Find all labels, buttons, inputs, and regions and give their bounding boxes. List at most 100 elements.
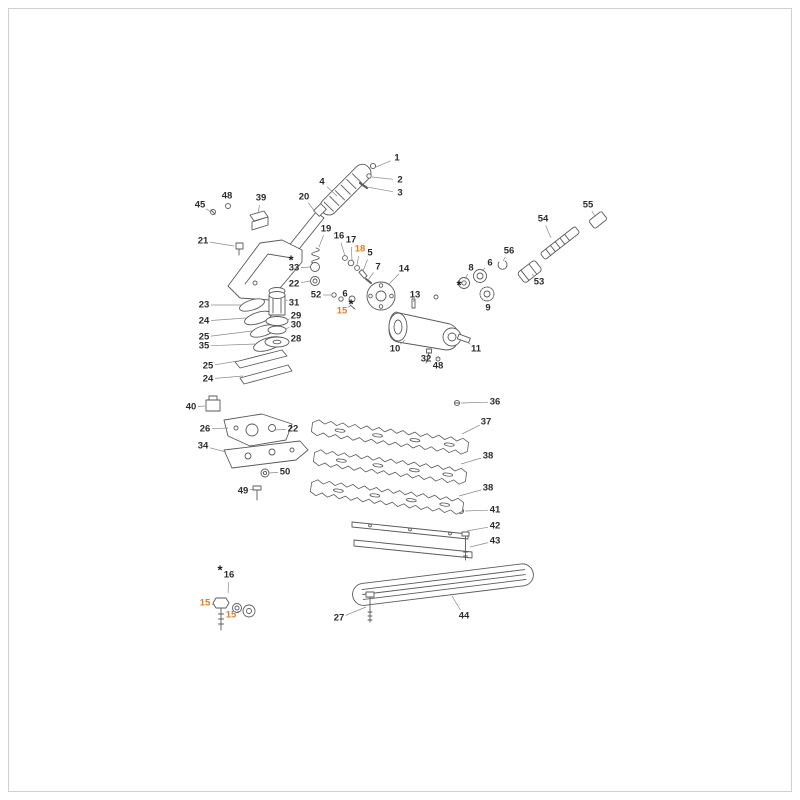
leader-line — [345, 606, 367, 616]
star-marker: * — [348, 296, 354, 312]
spring-19 — [311, 247, 320, 265]
star-marker: * — [288, 252, 294, 268]
part-label-55: 55 — [582, 199, 594, 211]
part-label-32: 32 — [420, 353, 432, 365]
leader-line — [211, 427, 229, 430]
holder-plate-34 — [223, 440, 309, 469]
part-label-48: 48 — [432, 360, 444, 372]
leader-line — [464, 273, 468, 280]
blade-illustration — [312, 449, 468, 485]
washer-23 — [239, 298, 265, 312]
leader-line — [387, 273, 400, 286]
part-label-33: 33 — [288, 262, 300, 274]
part-label-29: 29 — [290, 310, 302, 322]
blade-slot — [409, 438, 421, 443]
part-label-36: 36 — [489, 396, 501, 408]
part-label-35: 35 — [198, 340, 210, 352]
part-label-26: 26 — [199, 423, 211, 435]
part-label-5: 5 — [367, 247, 373, 259]
ring-33 — [310, 262, 320, 272]
leader-line — [285, 299, 288, 301]
part-label-1: 1 — [394, 152, 400, 164]
part-label-17: 17 — [345, 234, 357, 246]
part-label-6: 6 — [487, 257, 493, 269]
leader-line — [481, 267, 486, 272]
part-label-34: 34 — [197, 440, 209, 452]
coupler-53 — [517, 260, 542, 283]
stud-11 — [456, 333, 471, 344]
leader-line — [399, 339, 406, 345]
leader-line — [545, 225, 552, 239]
part-label-20: 20 — [298, 191, 310, 203]
leader-line — [469, 542, 489, 548]
part-label-37: 37 — [480, 416, 492, 428]
leader-line — [451, 595, 461, 611]
bearing-6 — [473, 269, 487, 283]
part-label-19: 19 — [320, 223, 332, 235]
blade-slot — [334, 428, 346, 433]
blade-illustration — [309, 479, 465, 515]
part-label-50: 50 — [279, 466, 291, 478]
part-label-10: 10 — [389, 343, 401, 355]
screw-48 — [225, 203, 231, 209]
leader-line — [211, 604, 215, 606]
washer-8 — [458, 277, 470, 289]
nut-21 — [235, 242, 244, 250]
part-label-42: 42 — [489, 520, 501, 532]
leader-line — [214, 375, 244, 379]
washer-17 — [347, 259, 355, 267]
part-label-48: 48 — [221, 190, 233, 202]
part-label-13: 13 — [409, 289, 421, 301]
part-label-43: 43 — [489, 535, 501, 547]
leader-line — [197, 405, 206, 407]
leader-line — [356, 255, 360, 266]
leader-line — [464, 509, 489, 512]
part-label-18: 18 — [354, 243, 366, 255]
tip-screw — [369, 162, 377, 170]
leader-line — [205, 208, 212, 213]
part-label-16: 16 — [223, 569, 235, 581]
leader-lines — [197, 160, 596, 616]
leader-line — [210, 317, 247, 321]
leader-line — [307, 202, 317, 214]
leader-line — [350, 246, 353, 261]
blade-slot — [439, 502, 451, 507]
mount-bracket — [227, 239, 303, 301]
part-label-54: 54 — [537, 213, 549, 225]
pin-7 — [365, 278, 372, 284]
leader-line — [362, 259, 368, 272]
blade-guard-44 — [352, 563, 534, 606]
washer-30 — [267, 325, 287, 335]
exploded-drawing — [205, 162, 608, 631]
leader-line — [375, 160, 391, 168]
leader-line — [318, 235, 324, 248]
part-label-39: 39 — [255, 192, 267, 204]
part-label-11: 11 — [470, 343, 482, 355]
tip-washer — [366, 173, 372, 179]
leader-line — [274, 429, 287, 431]
leader-line — [284, 327, 290, 330]
part-label-22: 22 — [287, 423, 299, 435]
part-label-7: 7 — [375, 261, 381, 273]
part-label-52: 52 — [310, 289, 322, 301]
bolt-27 — [365, 591, 375, 598]
washer-16 — [342, 255, 348, 261]
leader-line — [531, 273, 535, 277]
leader-line — [458, 489, 482, 497]
part-label-38: 38 — [482, 482, 494, 494]
washer-50 — [260, 468, 270, 478]
part-label-24: 24 — [202, 373, 214, 385]
part-label-56: 56 — [503, 245, 515, 257]
part-label-27: 27 — [333, 612, 345, 624]
part-label-30: 30 — [290, 319, 302, 331]
tip-pin — [358, 181, 369, 190]
nut-6 — [348, 295, 356, 303]
blade-slot — [405, 498, 417, 503]
leader-line — [237, 610, 240, 613]
leader-line — [300, 280, 311, 284]
leader-line — [249, 488, 255, 491]
shaft-ferrule — [313, 203, 327, 217]
leader-line — [257, 204, 260, 214]
screw-52 — [331, 292, 337, 298]
washer-15a — [232, 603, 242, 613]
